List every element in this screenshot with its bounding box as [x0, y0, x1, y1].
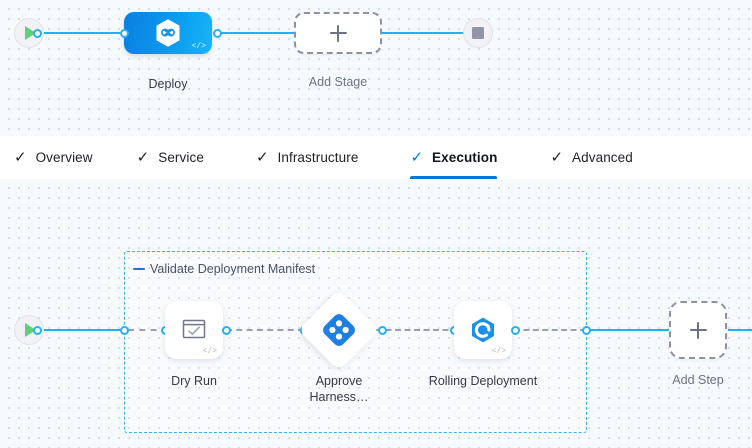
stage-tab-bar[interactable]: ✓ Overview ✓ Service ✓ Infrastructure ✓ …: [0, 136, 752, 179]
tab-label: Service: [158, 150, 204, 165]
stop-icon: [472, 27, 484, 39]
tab-service[interactable]: ✓ Service: [137, 136, 204, 179]
check-icon: ✓: [256, 150, 269, 165]
tab-infrastructure[interactable]: ✓ Infrastructure: [256, 136, 359, 179]
step-connector-approve-to-rolling: [376, 329, 458, 331]
connector-dot-approve-out[interactable]: [378, 326, 387, 335]
connector-dot-start[interactable]: [33, 29, 42, 38]
plus-icon: [330, 25, 347, 42]
connector-dot-deploy-out[interactable]: [213, 29, 222, 38]
check-icon: ✓: [550, 150, 563, 165]
add-stage-button[interactable]: [294, 12, 382, 54]
connector-dot-exec-start[interactable]: [33, 326, 42, 335]
tab-label: Execution: [432, 150, 497, 165]
tab-execution[interactable]: ✓ Execution: [410, 136, 497, 179]
approval-four-dots-icon: [323, 314, 355, 346]
pipeline-end-node[interactable]: [463, 18, 493, 48]
code-tag-icon[interactable]: </>: [203, 348, 217, 356]
connector-dot-deploy-in[interactable]: [120, 29, 129, 38]
connector-dot-dryrun-out[interactable]: [222, 326, 231, 335]
rolling-deployment-hexagon-icon: [469, 316, 497, 344]
check-icon: ✓: [410, 150, 423, 165]
step-connector-start-to-group: [36, 329, 126, 331]
step-group-title-label: Validate Deployment Manifest: [150, 262, 315, 276]
execution-canvas[interactable]: Validate Deployment Manifest </> D: [0, 179, 752, 448]
dash-icon[interactable]: [133, 268, 145, 270]
check-icon: ✓: [137, 150, 150, 165]
tab-advanced[interactable]: ✓ Advanced: [550, 136, 632, 179]
step-label-approve-harness: Approve Harness…: [289, 373, 389, 405]
stage-connector-start-to-deploy: [36, 32, 128, 34]
step-node-rolling-deployment[interactable]: </>: [454, 301, 512, 359]
add-step-label: Add Step: [638, 372, 752, 388]
add-stage-label: Add Stage: [278, 74, 398, 90]
step-group-title[interactable]: Validate Deployment Manifest: [133, 262, 315, 276]
connector-dot-group-in[interactable]: [120, 326, 129, 335]
step-node-dry-run[interactable]: </>: [165, 301, 223, 359]
code-tag-icon[interactable]: </>: [192, 43, 206, 51]
step-connector-rolling-to-group-out: [514, 329, 586, 331]
stage-canvas[interactable]: </> Deploy Add Stage: [0, 0, 752, 136]
connector-dot-rolling-out[interactable]: [511, 326, 520, 335]
tab-label: Infrastructure: [278, 150, 359, 165]
step-label-rolling-deployment: Rolling Deployment: [428, 373, 538, 389]
step-connector-group-to-addstep: [584, 329, 672, 331]
connector-dot-group-out[interactable]: [582, 326, 591, 335]
stage-connector-add-to-end: [382, 32, 468, 34]
code-tag-icon[interactable]: </>: [492, 348, 506, 356]
plus-icon: [690, 322, 707, 339]
stage-node-deploy[interactable]: </>: [124, 12, 212, 54]
check-icon: ✓: [14, 150, 27, 165]
dry-run-check-window-icon: [181, 317, 207, 343]
step-connector-dryrun-to-approve: [226, 329, 304, 331]
add-step-button[interactable]: [669, 301, 727, 359]
stage-label-deploy: Deploy: [108, 76, 228, 92]
step-connector-addstep-trailing: [728, 329, 752, 331]
approve-icon-wrap: [310, 301, 368, 359]
tab-label: Overview: [36, 150, 93, 165]
stage-connector-deploy-to-add: [216, 32, 294, 34]
tab-label: Advanced: [572, 150, 633, 165]
tab-overview[interactable]: ✓ Overview: [14, 136, 93, 179]
step-label-dry-run: Dry Run: [134, 373, 254, 389]
harness-hexagon-icon: [154, 18, 182, 48]
